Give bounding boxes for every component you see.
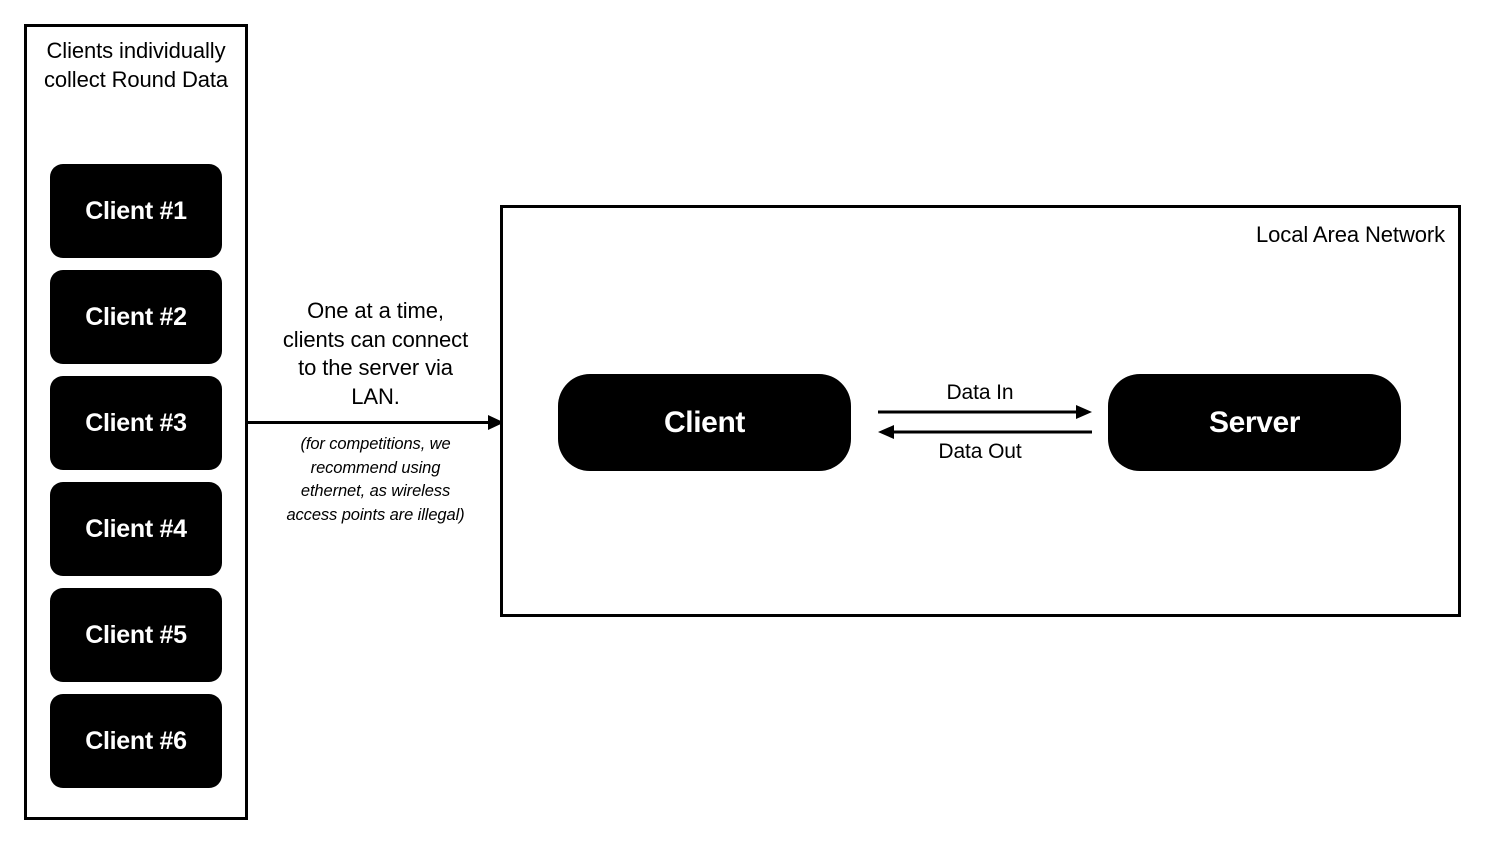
client-chip-label: Client #5 bbox=[85, 620, 187, 649]
clients-panel-heading: Clients individually collect Round Data bbox=[43, 38, 229, 92]
client-chip-label: Client #2 bbox=[85, 302, 187, 331]
client-chip-6[interactable]: Client #6 bbox=[50, 694, 222, 788]
lan-node-client[interactable]: Client bbox=[558, 374, 851, 471]
lan-node-server[interactable]: Server bbox=[1108, 374, 1401, 471]
client-chip-3[interactable]: Client #3 bbox=[50, 376, 222, 470]
client-chip-label: Client #4 bbox=[85, 514, 187, 543]
data-in-label: Data In bbox=[946, 381, 1014, 404]
lan-node-server-label: Server bbox=[1208, 405, 1300, 439]
client-chip-5[interactable]: Client #5 bbox=[50, 588, 222, 682]
client-chip-label: Client #1 bbox=[85, 196, 187, 225]
lan-node-client-label: Client bbox=[664, 405, 745, 439]
client-chip-4[interactable]: Client #4 bbox=[50, 482, 222, 576]
connector-note-primary: One at a time, clients can connect to th… bbox=[282, 298, 469, 409]
connector-arrow-icon bbox=[248, 415, 504, 430]
client-chip-1[interactable]: Client #1 bbox=[50, 164, 222, 258]
data-flow-arrows-icon bbox=[878, 405, 1092, 439]
client-chip-label: Client #6 bbox=[85, 726, 187, 755]
client-chip-label: Client #3 bbox=[85, 408, 187, 437]
client-chip-2[interactable]: Client #2 bbox=[50, 270, 222, 364]
lan-boundary-label: Local Area Network bbox=[1256, 222, 1445, 247]
connector-note-secondary: (for competitions, we recommend using et… bbox=[286, 435, 465, 524]
data-out-label: Data Out bbox=[938, 440, 1022, 463]
